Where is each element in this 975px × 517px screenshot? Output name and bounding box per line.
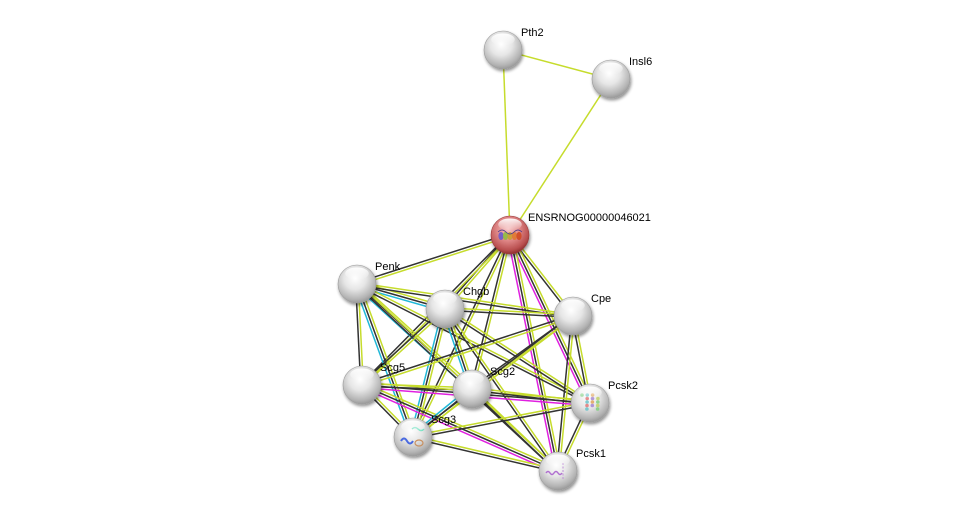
- edge-line-coexpression: [444, 309, 573, 319]
- node-highlight: [433, 292, 457, 305]
- edge-line-textmining: [445, 306, 574, 316]
- edge-Scg3-Pcsk2[interactable]: [412, 400, 591, 440]
- edge-Insl6-ENSRNOG00000046021[interactable]: [509, 78, 612, 236]
- edge-Cpe-Pcsk1[interactable]: [555, 315, 576, 472]
- edge-Scg3-Pcsk1[interactable]: [412, 435, 559, 473]
- nodes-layer: Pth2Insl6ENSRNOG00000046021PenkChgbCpeSc…: [337, 27, 652, 491]
- node-Pcsk1[interactable]: Pcsk1: [538, 448, 606, 491]
- edge-line-coexpression: [470, 389, 558, 473]
- edge-Scg2-Pcsk1[interactable]: [470, 387, 560, 473]
- edge-line-textmining: [357, 235, 511, 286]
- edge-line-coexpression: [412, 308, 446, 438]
- edge-line-textmining: [414, 309, 449, 438]
- edge-line-textmining: [472, 386, 591, 403]
- edge-Pth2-ENSRNOG00000046021[interactable]: [502, 49, 511, 236]
- edge-line-experiments: [506, 235, 589, 405]
- edge-line-coexpression: [413, 403, 591, 440]
- node-highlight: [599, 62, 623, 75]
- node-Scg2[interactable]: Scg2: [452, 366, 515, 409]
- edge-line-coexpression: [361, 384, 559, 472]
- node-highlight: [578, 386, 602, 399]
- edge-line-coexpression: [509, 234, 591, 404]
- edge-line-textmining: [511, 233, 594, 403]
- node-Pcsk2[interactable]: Pcsk2: [570, 380, 638, 423]
- node-label: Pcsk2: [608, 380, 638, 392]
- edge-line-textmining: [413, 435, 559, 471]
- edge-Chgb-Scg3[interactable]: [409, 308, 449, 438]
- node-Insl6[interactable]: Insl6: [591, 56, 652, 99]
- node-label: Pcsk1: [576, 448, 606, 460]
- node-highlight: [561, 299, 585, 312]
- edge-line-textmining: [362, 381, 560, 470]
- node-highlight: [498, 218, 522, 231]
- edge-Cpe-Scg5[interactable]: [361, 314, 574, 387]
- node-label: Cpe: [591, 293, 611, 305]
- node-label: ENSRNOG00000046021: [528, 212, 651, 224]
- edge-line-coexpression: [356, 233, 510, 284]
- edge-Penk-Cpe[interactable]: [356, 281, 574, 319]
- edge-line-textmining: [362, 316, 574, 387]
- edge-line-textmining: [358, 281, 475, 388]
- node-label: Pth2: [521, 27, 544, 39]
- edge-line-database: [409, 308, 444, 437]
- edge-line-coexpression: [412, 437, 558, 473]
- edge-line-coexpression: [555, 315, 573, 471]
- node-label: Scg5: [380, 362, 405, 374]
- edge-Scg5-Pcsk1[interactable]: [360, 381, 560, 475]
- edge-Penk-Pcsk2[interactable]: [356, 282, 591, 405]
- node-highlight: [345, 267, 369, 280]
- node-highlight: [350, 368, 374, 381]
- node-Scg3[interactable]: Scg3: [393, 414, 456, 457]
- edge-line-coexpression: [356, 283, 414, 438]
- node-Pth2[interactable]: Pth2: [483, 27, 544, 70]
- node-label: Insl6: [629, 56, 652, 68]
- edge-line-experiments: [506, 235, 557, 472]
- edge-line-coexpression: [361, 314, 573, 385]
- edge-line-coexpression: [471, 389, 590, 406]
- edge-line-textmining: [472, 387, 560, 471]
- node-highlight: [401, 420, 425, 433]
- edge-Chgb-Cpe[interactable]: [444, 306, 574, 319]
- edge-line-textmining: [502, 49, 511, 236]
- edge-line-textmining: [558, 316, 576, 472]
- edge-ENSRNOG00000046021-Pcsk2[interactable]: [506, 233, 594, 405]
- edge-line-textmining: [412, 400, 590, 437]
- node-highlight: [491, 33, 515, 46]
- node-label: Scg2: [490, 366, 515, 378]
- edge-line-coexpression: [356, 284, 590, 405]
- edge-line-textmining: [357, 281, 574, 316]
- node-label: Scg3: [431, 414, 456, 426]
- node-label: Chgb: [463, 286, 489, 298]
- node-Cpe[interactable]: Cpe: [553, 293, 611, 336]
- edge-line-database: [353, 284, 412, 439]
- edge-line-coexpression: [356, 284, 573, 319]
- node-Penk[interactable]: Penk: [337, 261, 401, 304]
- node-Chgb[interactable]: Chgb: [425, 286, 489, 329]
- node-ENSRNOG00000046021[interactable]: ENSRNOG00000046021: [490, 212, 651, 255]
- edge-line-textmining: [511, 234, 562, 471]
- node-Scg5[interactable]: Scg5: [342, 362, 405, 405]
- edge-line-coexpression: [470, 234, 510, 389]
- protein-structure-icon: [497, 229, 523, 240]
- edge-ENSRNOG00000046021-Pcsk1[interactable]: [506, 234, 562, 472]
- node-highlight: [460, 372, 484, 385]
- edge-line-textmining: [509, 78, 612, 236]
- edge-line-coexpression: [509, 234, 559, 472]
- edge-line-textmining: [445, 307, 560, 471]
- node-label: Penk: [375, 261, 401, 273]
- edge-line-textmining: [357, 282, 591, 403]
- node-highlight: [546, 454, 570, 467]
- protein-structure-icon: [545, 463, 564, 479]
- edge-ENSRNOG00000046021-Penk[interactable]: [356, 233, 511, 286]
- edge-Scg2-Pcsk2[interactable]: [471, 386, 591, 406]
- edge-line-experiments: [360, 386, 558, 475]
